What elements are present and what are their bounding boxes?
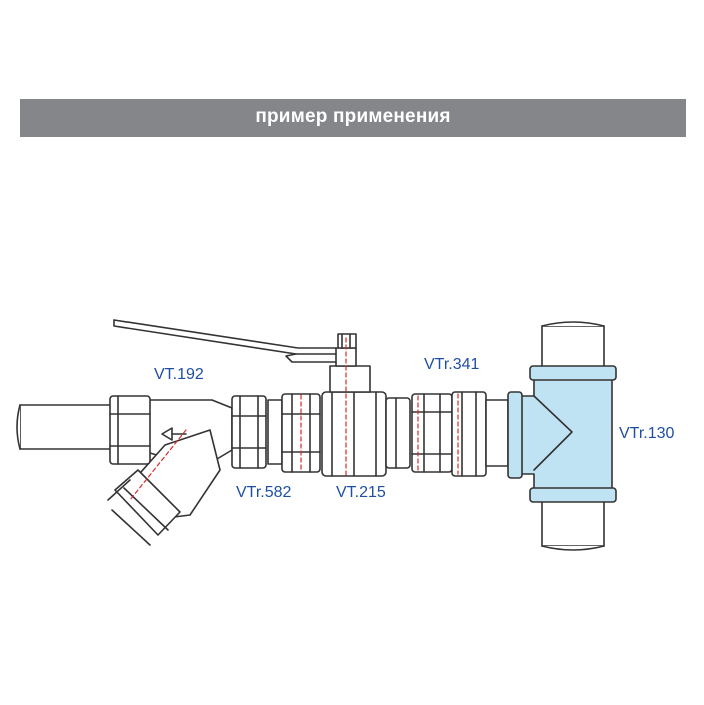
label-nipple-code: VTr.341 xyxy=(424,356,480,373)
y-strainer xyxy=(107,395,233,546)
section-header: пример применения xyxy=(20,99,686,137)
section-title: пример применения xyxy=(255,106,451,127)
label-filter-code: VT.192 xyxy=(154,366,204,383)
nipple-fitting xyxy=(385,391,509,477)
label-union-code: VTr.582 xyxy=(236,484,292,501)
ball-valve xyxy=(113,319,387,477)
union-fitting xyxy=(267,393,321,473)
inlet-pipe xyxy=(16,404,117,450)
strainer-outlet-nut xyxy=(231,395,267,469)
tee-fitting xyxy=(507,321,617,551)
label-tee-code: VTr.130 xyxy=(619,425,675,442)
label-ball-valve-code: VT.215 xyxy=(336,484,386,501)
